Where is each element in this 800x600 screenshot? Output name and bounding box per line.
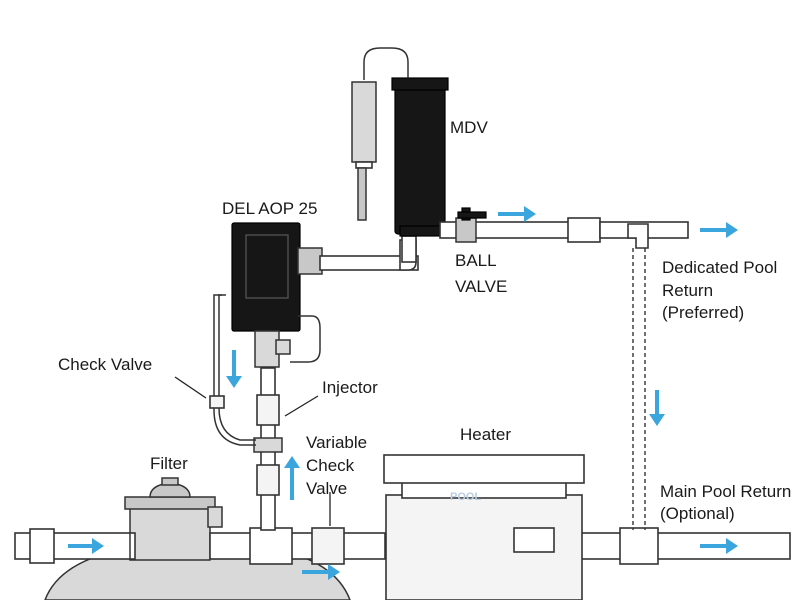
label-dedicated-line1: Dedicated Pool xyxy=(662,258,777,277)
main-pipe xyxy=(14,527,791,565)
heater-collar xyxy=(401,481,567,499)
del-aop-outlet xyxy=(297,247,323,275)
filter-outlet-pipe xyxy=(209,532,386,560)
flow-arrow-up-injector xyxy=(284,456,300,500)
mdv-cap xyxy=(391,77,449,91)
mdv-tube xyxy=(363,47,409,80)
watermark: POOL xyxy=(450,491,481,503)
label-del-aop: DEL AOP 25 xyxy=(222,199,317,218)
top-return-pipe xyxy=(439,207,689,530)
label-check-valve: Check Valve xyxy=(58,355,152,374)
label-dedicated-line2: Return xyxy=(662,281,713,300)
flow-arrow-inlet xyxy=(68,538,104,554)
top-elbow xyxy=(627,223,649,249)
heater-panel xyxy=(513,527,555,553)
del-aop-side-port xyxy=(275,339,291,355)
label-main-return-line2: (Optional) xyxy=(660,504,735,523)
del-aop-screen xyxy=(245,234,289,299)
label-heater: Heater xyxy=(460,425,511,444)
optional-riser-dashed xyxy=(632,248,646,530)
main-return-tee xyxy=(619,527,659,565)
label-variable-line2: Check xyxy=(306,456,355,475)
injector-union xyxy=(256,464,280,496)
label-dedicated-line3: (Preferred) xyxy=(662,303,744,322)
label-mdv: MDV xyxy=(450,118,488,137)
injector-leader xyxy=(284,395,319,417)
del-aop-box xyxy=(231,222,301,332)
flow-arrow-filter-outlet xyxy=(302,564,340,580)
heater-unit: POOL xyxy=(383,454,585,600)
label-ball-valve-line2: VALVE xyxy=(455,277,507,296)
flow-arrow-down-del xyxy=(226,350,242,388)
label-main-return-line1: Main Pool Return xyxy=(660,482,791,501)
mdv-cylinder xyxy=(394,85,446,235)
filter-side-port xyxy=(207,506,223,528)
del-to-mdv-pipe xyxy=(319,235,419,271)
mdv-gauge-rod xyxy=(357,167,367,221)
inlet-coupling xyxy=(29,528,55,564)
check-valve-tube xyxy=(213,294,256,446)
flow-arrow-dedicated xyxy=(700,222,738,238)
injector-nozzle xyxy=(253,437,283,453)
flow-arrow-down-return xyxy=(649,390,665,426)
heater-outlet-pipe xyxy=(579,532,791,560)
top-coupling xyxy=(567,217,601,243)
injector-body xyxy=(256,394,280,426)
variable-check-valve-body xyxy=(311,527,345,565)
injector-tee xyxy=(249,527,293,565)
flow-arrow-top xyxy=(498,206,536,222)
label-injector: Injector xyxy=(322,378,378,397)
ball-valve-body[interactable] xyxy=(455,217,477,243)
mdv-unit xyxy=(351,47,449,237)
heater-lid xyxy=(383,454,585,484)
mdv-base xyxy=(399,225,441,237)
check-valve-leader xyxy=(174,376,207,399)
injector-assembly xyxy=(209,294,283,531)
mdv-gauge xyxy=(351,81,377,163)
ball-valve-handle[interactable] xyxy=(457,211,487,219)
label-variable-line3: Valve xyxy=(306,479,347,498)
label-variable-line1: Variable xyxy=(306,433,367,452)
filter-knob xyxy=(161,477,179,486)
label-ball-valve-line1: BALL xyxy=(455,251,497,270)
check-valve-body xyxy=(209,395,225,409)
mdv-inlet xyxy=(401,235,417,263)
flow-arrow-main-return xyxy=(700,538,738,554)
del-aop-unit xyxy=(231,222,323,368)
del-outlet-pipe xyxy=(319,255,419,271)
filter-housing xyxy=(129,504,211,561)
flow-arrows xyxy=(68,206,738,580)
label-filter: Filter xyxy=(150,454,188,473)
filter-housing-top xyxy=(124,496,216,510)
